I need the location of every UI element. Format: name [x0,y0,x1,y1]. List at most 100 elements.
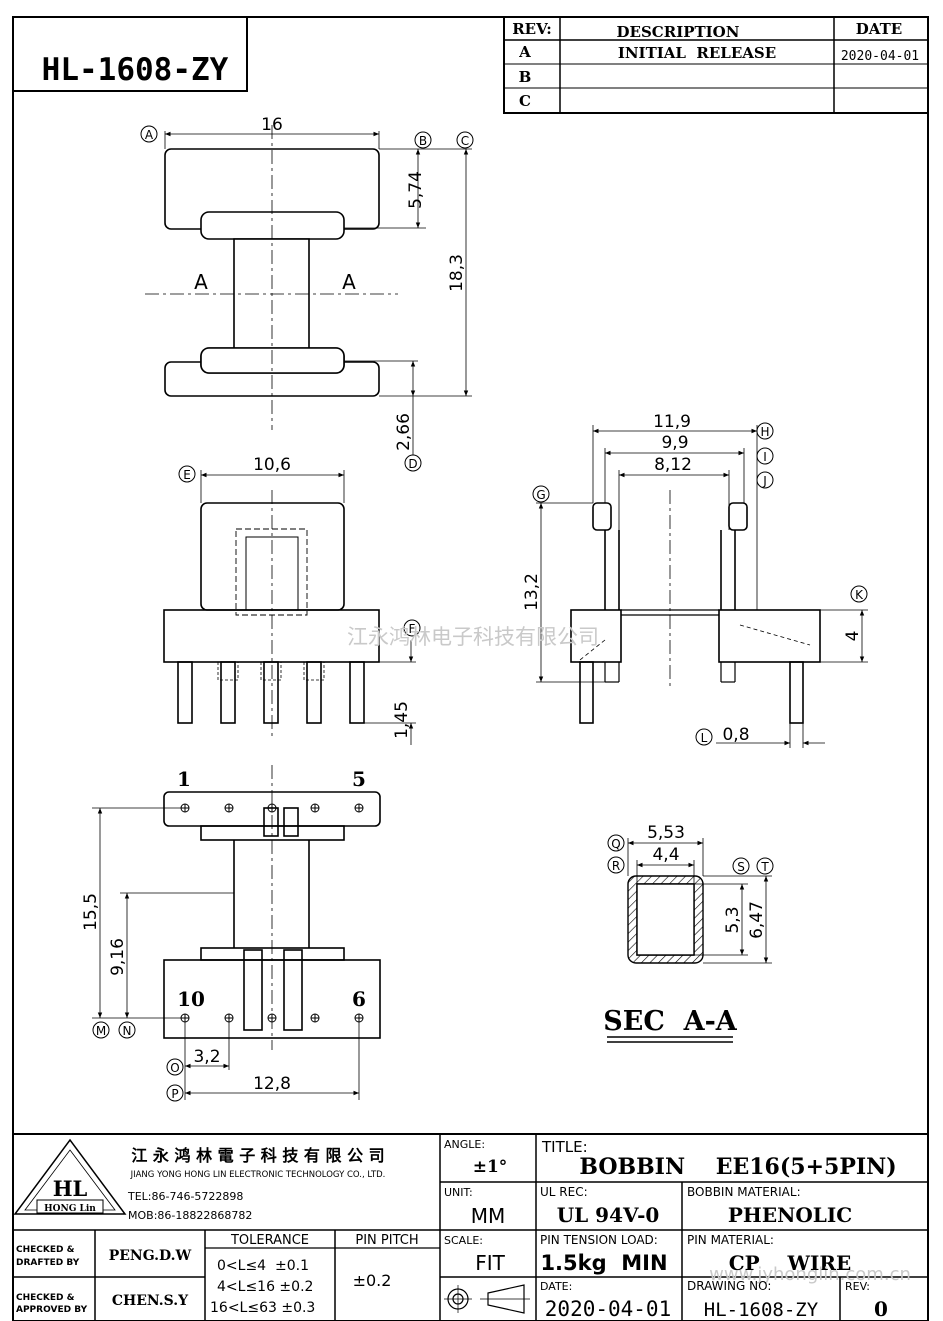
title-label: TITLE: [541,1138,588,1156]
svg-text:HONG Lin: HONG Lin [44,1204,96,1214]
scale-value: FIT [475,1251,505,1275]
dim-width-106: 10,6 [253,455,291,475]
rev-row-c: C [519,92,531,110]
section-title: SEC A-A [603,1006,738,1037]
company-name-cn: 江 永 鸿 林 電 子 科 技 有 限 公 司 [131,1146,384,1165]
description-header: DESCRIPTION [617,23,740,41]
dim-553: 5,53 [647,823,685,843]
svg-text:I: I [763,450,767,464]
ref-k: K [850,585,868,603]
bobbin-material-value: PHENOLIC [728,1203,852,1227]
unit-value: MM [471,1204,506,1228]
bobbin-material-label: BOBBIN MATERIAL: [687,1185,801,1199]
checked-drafted-label-2: DRAFTED BY [16,1258,80,1268]
rev-value: 0 [874,1297,888,1321]
angle-label: ANGLE: [444,1138,485,1151]
ref-m: M [92,1021,110,1039]
svg-text:F: F [409,622,416,636]
approved-by-name: CHEN.S.Y [112,1293,189,1309]
watermark: 江永鸿林电子科技有限公司 [347,625,599,649]
dim-916: 9,16 [108,938,128,976]
dim-812: 8,12 [654,455,692,475]
svg-text:H: H [760,425,769,439]
dim-pin-145: 1,45 [392,701,412,739]
pin-label-1: 1 [177,767,191,791]
ref-f: F [403,619,421,637]
drafted-by-name: PENG.D.W [109,1248,192,1264]
ref-e: E [178,465,196,483]
ref-p: P [166,1084,184,1102]
pin-material-value: CP WIRE [729,1251,852,1275]
dim-647: 6,47 [747,901,767,939]
pin-pitch-value: ±0.2 [353,1271,392,1290]
dim-132: 13,2 [522,573,542,611]
date-label: DATE: [540,1280,572,1293]
date-header: DATE [856,20,902,38]
rev-row-b: B [519,68,532,86]
ref-o: O [166,1058,184,1076]
drawing-title: BOBBIN EE16(5+5PIN) [579,1154,896,1180]
company-name-en: JIANG YONG HONG LIN ELECTRONIC TECHNOLOG… [130,1170,386,1180]
svg-text:Q: Q [611,837,620,851]
ref-s: S [732,857,750,875]
checked-approved-label-1: CHECKED & [16,1293,75,1303]
ref-i: I [756,447,774,465]
sheet-border [12,16,929,1321]
front-view [163,470,416,745]
ul-label: UL REC: [540,1185,588,1199]
ref-r: R [607,856,625,874]
dim-height-183: 18,3 [447,254,467,292]
svg-text:G: G [536,488,545,502]
dim-width-16: 16 [261,115,283,135]
svg-text:E: E [183,468,191,482]
svg-text:J: J [762,474,767,488]
revision-table [503,16,929,114]
side-view [536,425,868,748]
ul-value: UL 94V-0 [557,1203,660,1227]
dim-08: 0,8 [722,725,749,745]
pin-label-6: 6 [352,987,366,1011]
svg-text:R: R [612,859,620,873]
tolerance-row-2: 4<L≤16 ±0.2 [217,1279,313,1295]
dim-base-266: 2,66 [394,413,414,451]
ref-b: B [414,131,432,149]
pin-label-10: 10 [177,987,205,1011]
section-mark-right: A [342,270,356,294]
company-tel: TEL:86-746-5722898 [127,1190,243,1203]
svg-text:HL: HL [53,1176,88,1201]
svg-text:K: K [855,588,864,602]
dim-99: 9,9 [661,433,688,453]
dim-155: 15,5 [81,893,101,931]
dim-44: 4,4 [652,845,679,865]
rev-row-a-desc: INITIAL RELEASE [618,44,776,62]
rev-row-a: A [518,43,531,61]
svg-text:D: D [408,457,417,471]
pin-tension-label: PIN TENSION LOAD: [540,1233,658,1247]
pin-label-5: 5 [352,767,366,791]
dim-32: 3,2 [193,1047,220,1067]
ref-t: T [756,857,774,875]
ref-l: L [695,728,713,746]
angle-value: ±1° [473,1157,508,1177]
drawing-no-label: DRAWING NO: [687,1279,771,1293]
rev-label: REV: [845,1280,870,1293]
part-number: HL-1608-ZY [42,52,229,88]
ref-h: H [756,422,774,440]
bottom-view [92,765,381,1100]
ref-a: A [140,125,158,143]
svg-text:N: N [123,1024,132,1038]
rev-header: REV: [512,20,552,38]
scale-label: SCALE: [444,1234,483,1247]
dim-flange-574: 5,74 [406,171,426,209]
date-value: 2020-04-01 [545,1297,671,1321]
section-mark-left: A [194,270,208,294]
svg-text:T: T [760,860,769,874]
tolerance-label: TOLERANCE [230,1233,309,1248]
ref-j: J [756,471,774,489]
checked-drafted-label-1: CHECKED & [16,1245,75,1255]
svg-text:B: B [419,134,427,148]
projection-symbol-icon [444,1284,530,1314]
rev-row-a-date: 2020-04-01 [841,49,919,64]
ref-c: C [456,131,474,149]
top-view [145,125,472,455]
